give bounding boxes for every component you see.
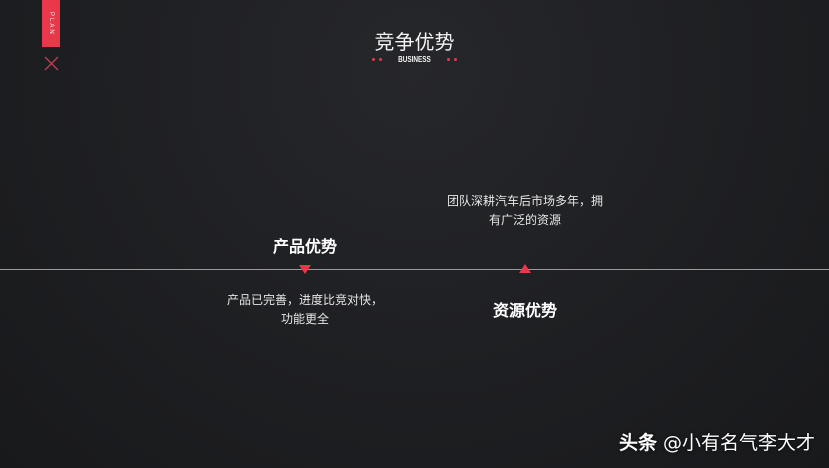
subtitle-row: BUSINESS bbox=[0, 55, 829, 64]
timeline-description-product: 产品已完善，进度比竞对快， 功能更全 bbox=[205, 291, 405, 329]
plan-tag-label: PLAN bbox=[48, 11, 54, 36]
watermark: 头条@小有名气李大才 bbox=[619, 428, 815, 455]
timeline-heading-resource: 资源优势 bbox=[492, 301, 557, 320]
close-icon[interactable] bbox=[44, 56, 59, 71]
dots-left-decoration bbox=[372, 58, 383, 61]
watermark-handle: @小有名气李大才 bbox=[662, 432, 815, 454]
description-line: 产品已完善，进度比竞对快， bbox=[226, 293, 383, 307]
dots-right-decoration bbox=[446, 58, 457, 61]
timeline-heading-product: 产品优势 bbox=[272, 237, 337, 256]
triangle-down-icon bbox=[299, 265, 311, 274]
description-line: 团队深耕汽车后市场多年，拥 bbox=[446, 194, 603, 208]
page-subtitle: BUSINESS bbox=[398, 55, 431, 64]
page-title: 竞争优势 bbox=[374, 30, 455, 54]
description-line: 有广泛的资源 bbox=[488, 213, 561, 227]
triangle-up-icon bbox=[519, 264, 531, 273]
timeline-line bbox=[0, 269, 829, 270]
plan-tag: PLAN bbox=[42, 0, 60, 47]
description-line: 功能更全 bbox=[280, 312, 329, 326]
watermark-brand: 头条 bbox=[618, 432, 657, 454]
timeline-description-resource: 团队深耕汽车后市场多年，拥 有广泛的资源 bbox=[425, 192, 625, 230]
